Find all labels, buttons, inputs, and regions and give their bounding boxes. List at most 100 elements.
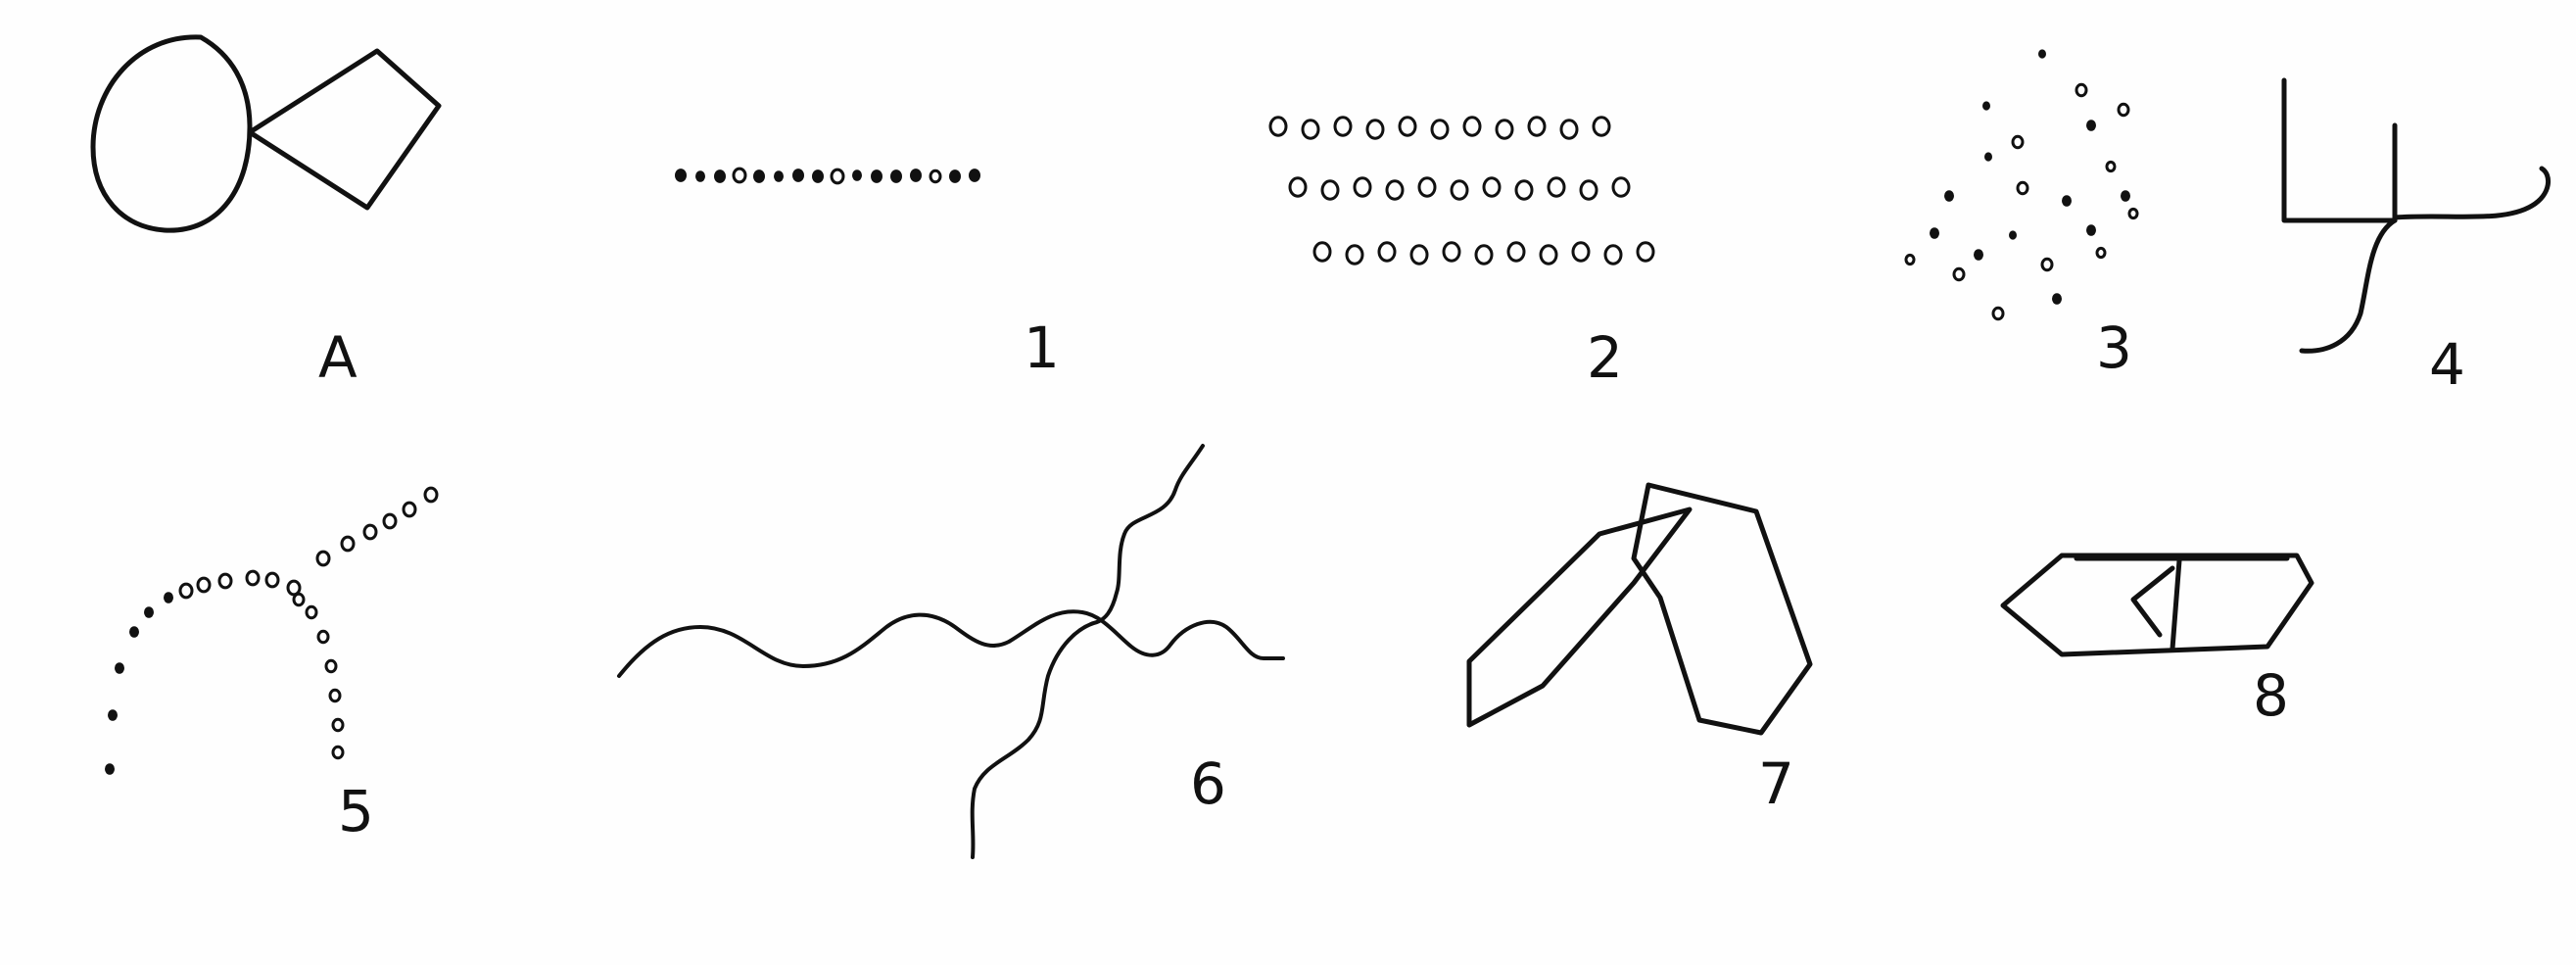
figure-2-circle xyxy=(1495,119,1514,140)
figure-5-dot xyxy=(144,606,154,618)
figure-5-dot xyxy=(305,604,318,620)
figure-5-dot xyxy=(292,592,306,607)
figure-5-dot xyxy=(315,550,331,567)
figure-6 xyxy=(617,444,1285,859)
figure-2-circle xyxy=(1268,116,1288,137)
figure-6-label: 6 xyxy=(1190,750,1226,817)
figure-2-label: 2 xyxy=(1587,324,1623,391)
figure-5-dot xyxy=(402,501,417,518)
figure-2-circle xyxy=(1417,176,1437,198)
figure-1-dot xyxy=(852,169,862,181)
figure-5-dot xyxy=(362,523,378,541)
figure-a-rhombus xyxy=(247,48,442,211)
figure-5-dot xyxy=(178,582,194,600)
figure-2-circle xyxy=(1312,241,1332,263)
figure-3-dot xyxy=(2105,160,2117,173)
figure-6-horizontal-wave xyxy=(617,609,1285,678)
figure-2-circle xyxy=(1636,241,1655,263)
figure-1-dot xyxy=(753,169,765,183)
figure-2-circle xyxy=(1301,119,1320,140)
figure-1-dot xyxy=(969,169,980,182)
figure-2-circle xyxy=(1450,179,1469,201)
figure-1-dot xyxy=(910,169,922,182)
figure-3-dot xyxy=(2127,207,2139,220)
figure-2-circle xyxy=(1320,179,1340,201)
figure-4 xyxy=(2281,77,2552,354)
figure-5-dot xyxy=(286,579,302,597)
figure-5-dot xyxy=(105,763,115,775)
figure-2-circle xyxy=(1288,176,1308,198)
figure-1-dot xyxy=(890,169,902,183)
figure-2-circle xyxy=(1506,241,1526,263)
figure-5-dot xyxy=(423,486,439,504)
figure-1-dot xyxy=(929,169,942,184)
figure-5-dot xyxy=(217,572,233,590)
figure-1-dot xyxy=(871,169,883,183)
figure-2-circle xyxy=(1592,116,1611,137)
figure-5-dot xyxy=(316,629,330,645)
figure-2-circle xyxy=(1377,241,1397,263)
figure-1-label: 1 xyxy=(1024,314,1060,381)
figure-1-dot xyxy=(830,168,845,185)
figure-8-label: 8 xyxy=(2253,662,2289,729)
figure-5-dot xyxy=(129,626,139,638)
figure-8-inner-wedge xyxy=(2130,565,2175,638)
figure-3-dot xyxy=(2040,257,2054,272)
figure-3-dot xyxy=(2009,230,2017,240)
figure-2-circle xyxy=(1579,179,1598,201)
figure-5-dot xyxy=(340,535,356,553)
figure-5-dot xyxy=(196,576,212,594)
figure-3-dot xyxy=(1984,152,1992,162)
figure-3-dot xyxy=(1974,249,1983,261)
figure-1-dot xyxy=(675,169,687,182)
figure-2 xyxy=(1268,116,1655,265)
figure-2-circle xyxy=(1514,179,1534,201)
figure-3-dot xyxy=(2052,293,2062,305)
figure-1-dot xyxy=(774,170,784,182)
figure-2-circle xyxy=(1333,116,1353,137)
figure-8-vertical-divider xyxy=(2170,557,2182,651)
figure-3-dot xyxy=(2038,49,2046,59)
figure-3-dot xyxy=(2062,195,2072,207)
figure-2-circle xyxy=(1559,119,1579,140)
figure-3-dot xyxy=(1930,227,1939,239)
figure-2-circle xyxy=(1603,244,1623,265)
figure-a xyxy=(90,34,442,233)
figure-3-dot xyxy=(2095,246,2107,260)
figure-2-circle xyxy=(1527,116,1547,137)
figure-3-dot xyxy=(2075,82,2088,98)
figure-5-dot xyxy=(382,512,398,530)
figure-2-circle xyxy=(1462,116,1482,137)
figure-1 xyxy=(675,167,980,185)
figure-3-dot xyxy=(1904,253,1916,266)
figure-3-dot xyxy=(2011,134,2025,150)
figure-3-dot xyxy=(2121,190,2130,202)
figure-7-left-hexagon xyxy=(1466,507,1693,728)
figure-8 xyxy=(2000,553,2314,657)
figure-7-label: 7 xyxy=(1758,750,1794,817)
figure-2-circle xyxy=(1385,179,1405,201)
figure-2-circle xyxy=(1547,176,1566,198)
figure-2-circle xyxy=(1430,119,1450,140)
figure-5-dot xyxy=(164,592,173,603)
figure-1-dot xyxy=(812,169,824,183)
figure-4-label: 4 xyxy=(2429,331,2465,398)
figure-1-dot xyxy=(695,170,705,182)
figure-3-dot xyxy=(1952,266,1966,282)
figure-3-dot xyxy=(2117,102,2130,118)
figure-3 xyxy=(1904,49,2139,321)
figure-5 xyxy=(105,486,439,775)
figure-5-dot xyxy=(331,717,345,733)
figure-5-dot xyxy=(115,662,124,674)
figure-8-outer-hexagon xyxy=(2000,553,2314,657)
figure-2-circle xyxy=(1409,244,1429,265)
figure-2-circle xyxy=(1474,244,1494,265)
figure-2-circle xyxy=(1539,244,1558,265)
figure-3-dot xyxy=(1982,101,1990,111)
figure-5-dot xyxy=(324,658,338,674)
figure-4-lower-arm xyxy=(2299,217,2398,354)
figure-5-dot xyxy=(264,571,280,589)
figure-7-right-hexagon xyxy=(1631,482,1813,736)
